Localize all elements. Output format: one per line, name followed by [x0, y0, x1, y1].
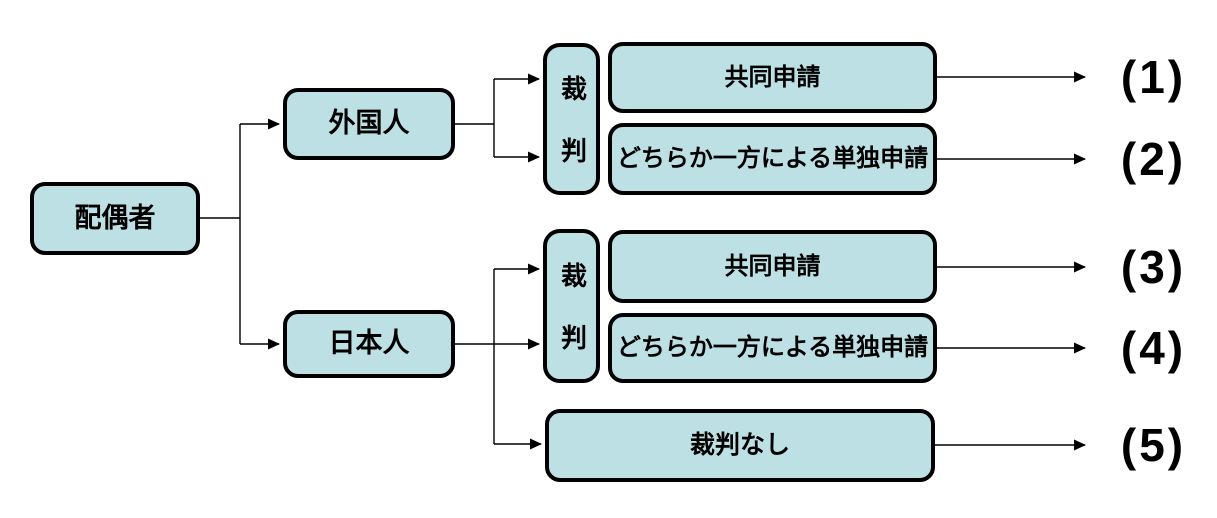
outcome-label-4: (4) — [1120, 322, 1187, 374]
outcome-label-5: (5) — [1120, 419, 1187, 471]
node-single-application-foreigner-label: どちらか一方による単独申請 — [616, 145, 929, 173]
outcome-label-3: (3) — [1120, 241, 1187, 293]
node-trial-japanese: 裁判 — [543, 229, 600, 386]
outcome-label-2: (2) — [1120, 133, 1187, 185]
node-no-trial-label: 裁判なし — [689, 431, 790, 460]
node-foreigner: 外国人 — [283, 88, 455, 160]
node-trial-foreigner-label: 裁判 — [557, 75, 588, 199]
node-joint-application-japanese-label: 共同申請 — [724, 252, 821, 280]
node-joint-application-foreigner-label: 共同申請 — [724, 63, 821, 91]
node-joint-application-foreigner: 共同申請 — [608, 42, 937, 113]
node-foreigner-label: 外国人 — [328, 108, 410, 139]
node-japanese-label: 日本人 — [328, 328, 410, 359]
node-single-application-japanese-label: どちらか一方による単独申請 — [616, 334, 929, 362]
node-joint-application-japanese: 共同申請 — [608, 230, 937, 303]
node-trial-foreigner: 裁判 — [543, 43, 600, 199]
node-spouse-label: 配偶者 — [74, 202, 156, 233]
node-trial-japanese-label: 裁判 — [557, 262, 588, 386]
node-single-application-foreigner: どちらか一方による単独申請 — [608, 123, 937, 195]
outcome-label-1: (1) — [1120, 51, 1187, 103]
node-single-application-japanese: どちらか一方による単独申請 — [608, 313, 937, 383]
node-spouse: 配偶者 — [30, 182, 200, 255]
node-no-trial: 裁判なし — [545, 409, 935, 482]
node-japanese: 日本人 — [283, 310, 455, 378]
